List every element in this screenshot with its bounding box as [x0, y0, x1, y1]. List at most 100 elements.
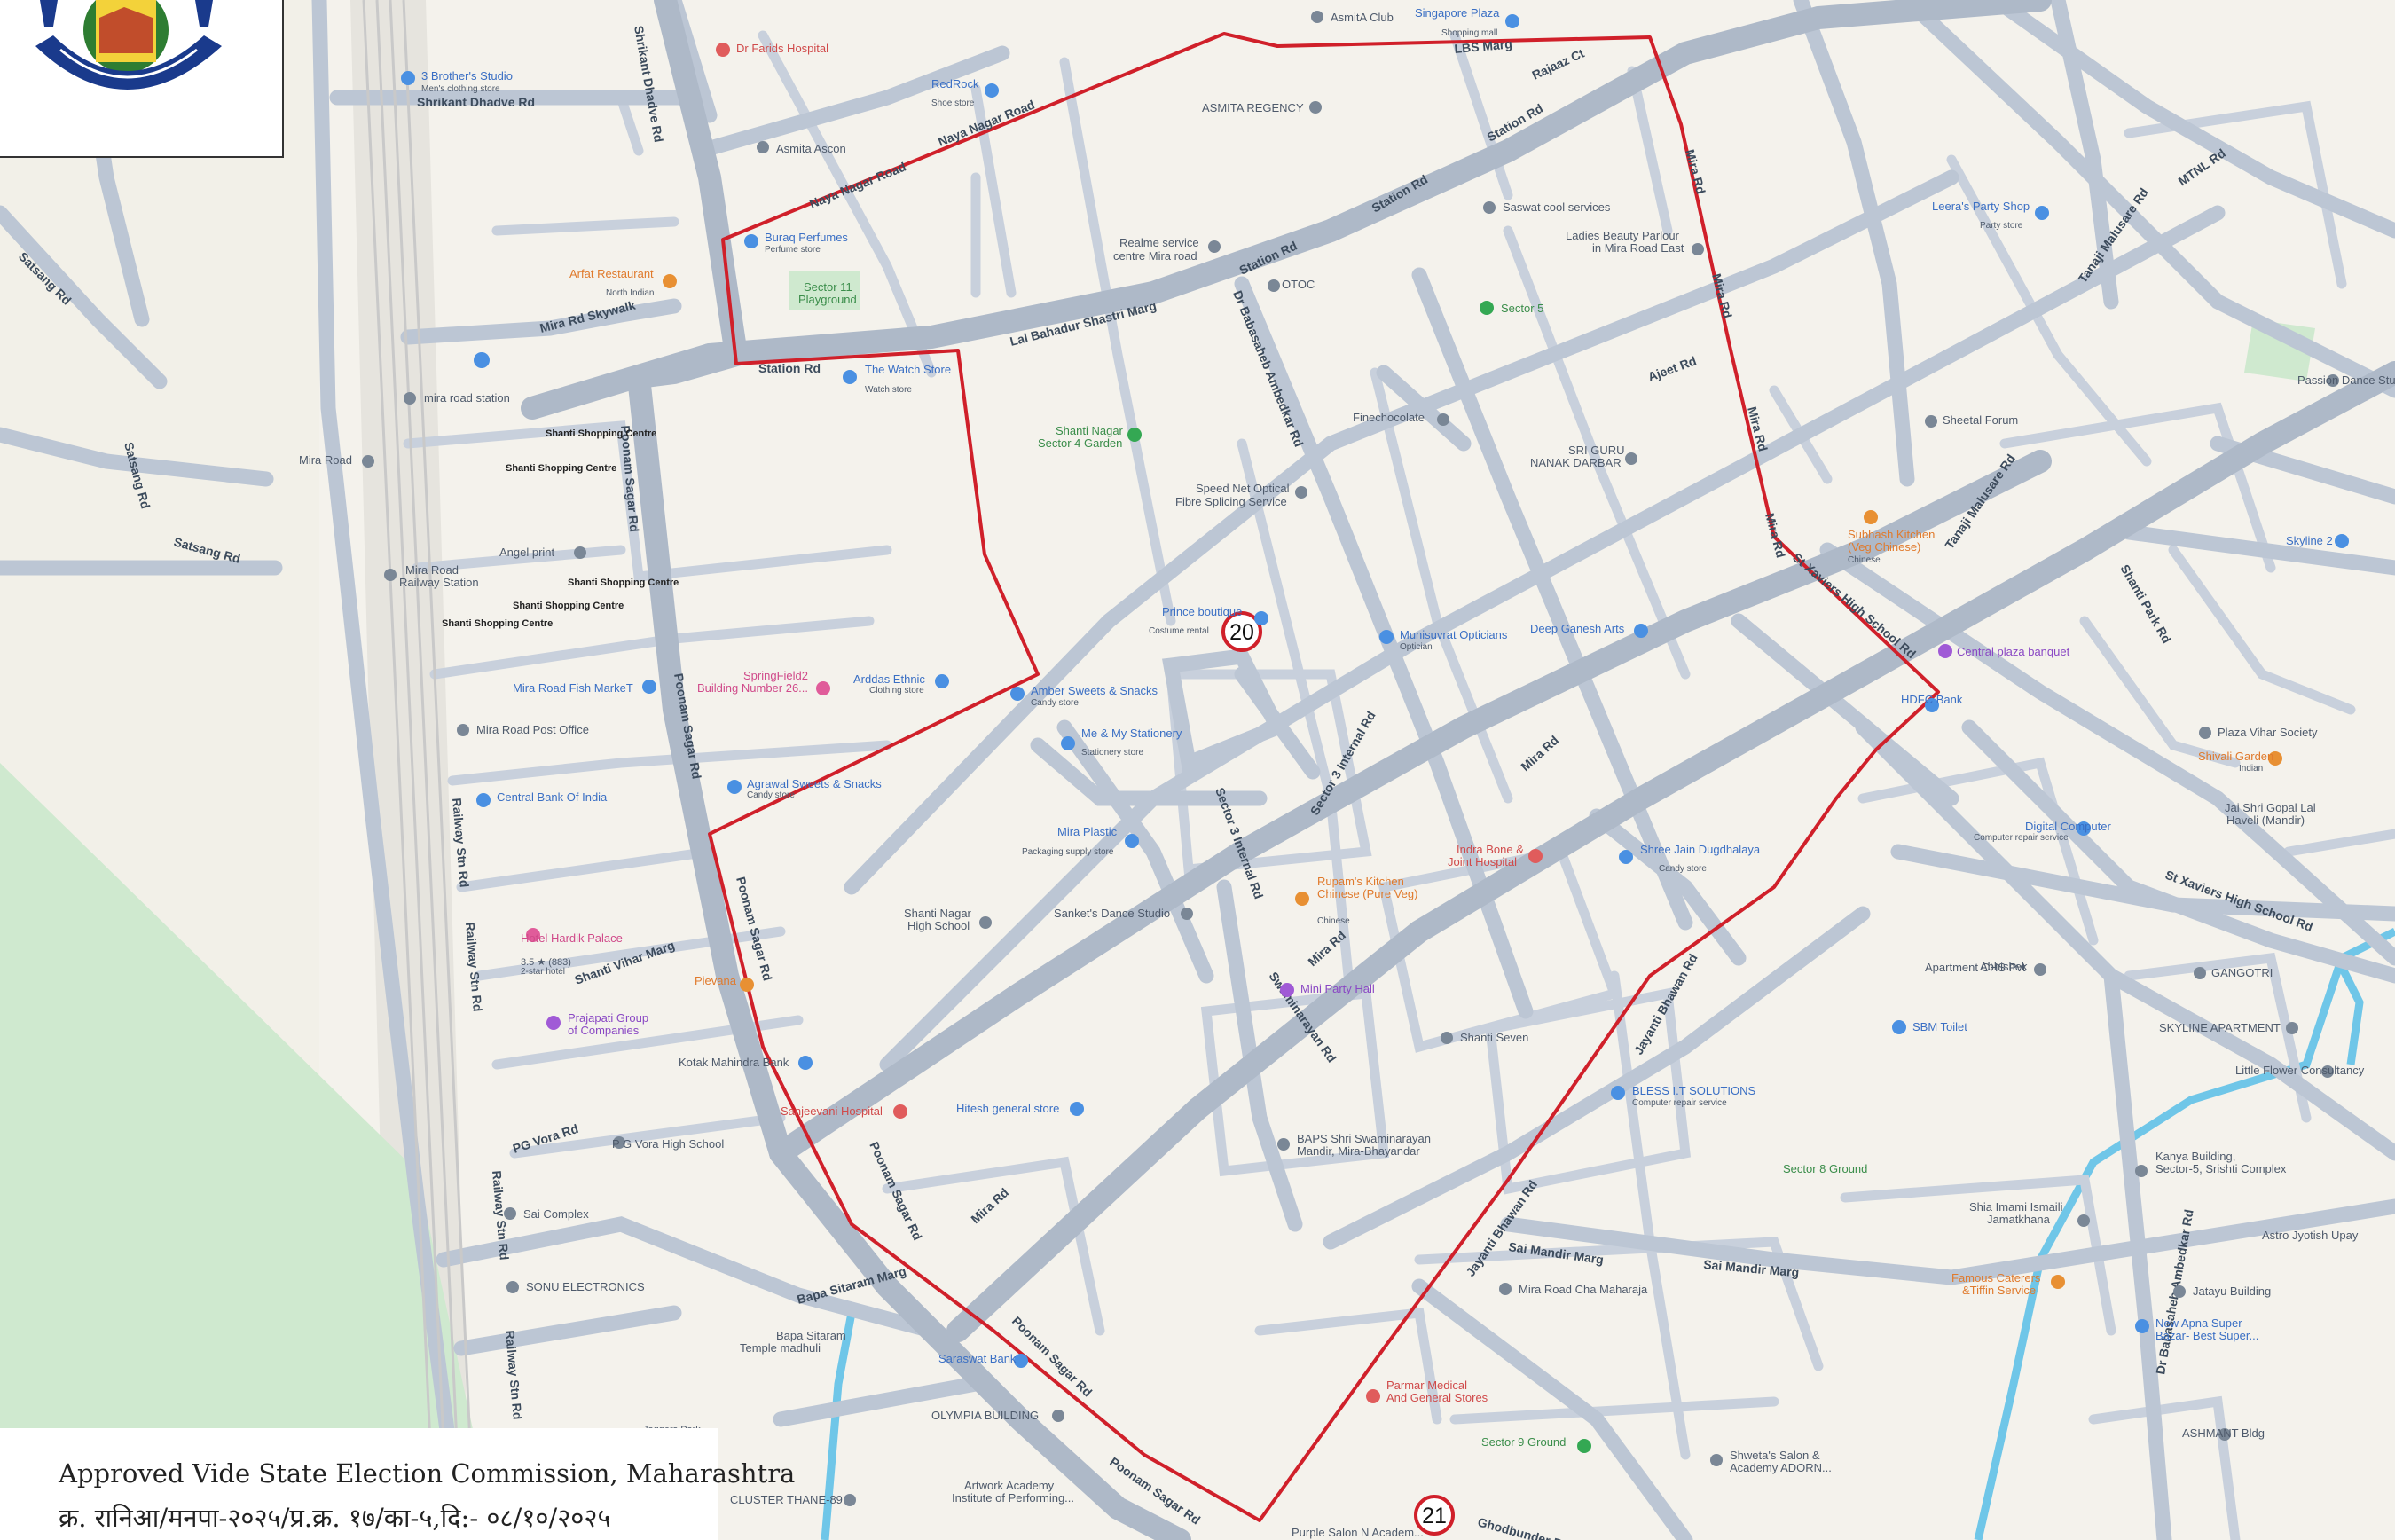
- poi-label[interactable]: Shanti Nagar: [904, 907, 972, 920]
- poi-label[interactable]: Packaging supply store: [1022, 847, 1114, 857]
- poi-label[interactable]: P G Vora High School: [612, 1137, 724, 1151]
- poi-label[interactable]: Rupam's Kitchen: [1317, 875, 1404, 888]
- poi-pin[interactable]: [1710, 1454, 1723, 1466]
- poi-pin[interactable]: [504, 1207, 516, 1220]
- poi-pin[interactable]: [506, 1281, 519, 1293]
- poi-pin[interactable]: [1437, 413, 1449, 426]
- poi-pin[interactable]: [362, 455, 374, 468]
- poi-label[interactable]: Deep Ganesh Arts: [1530, 622, 1625, 635]
- poi-label[interactable]: Shia Imami Ismaili: [1969, 1200, 2063, 1214]
- poi-pin[interactable]: [2051, 1275, 2065, 1289]
- poi-label[interactable]: Astro Jyotish Upay: [2262, 1229, 2359, 1242]
- poi-label[interactable]: Singapore Plaza: [1415, 6, 1500, 20]
- poi-pin[interactable]: [893, 1104, 907, 1119]
- poi-pin[interactable]: [744, 234, 758, 248]
- poi-label[interactable]: Subhash Kitchen: [1848, 528, 1935, 541]
- poi-pin[interactable]: [2218, 1428, 2231, 1441]
- poi-label[interactable]: Hotel Hardik Palace: [521, 931, 623, 945]
- poi-label[interactable]: Plaza Vihar Society: [2218, 726, 2318, 739]
- poi-label[interactable]: Digital Computer: [2025, 820, 2111, 833]
- poi-label[interactable]: Shanti Shopping Centre: [568, 578, 679, 588]
- poi-label[interactable]: ASHMANT Bldg: [2182, 1426, 2265, 1440]
- poi-pin[interactable]: [1379, 630, 1394, 644]
- poi-label[interactable]: And General Stores: [1386, 1391, 1488, 1404]
- poi-pin[interactable]: [1061, 736, 1075, 750]
- poi-label[interactable]: Bazar- Best Super...: [2156, 1329, 2258, 1342]
- poi-pin[interactable]: [457, 724, 469, 736]
- poi-pin[interactable]: [401, 71, 415, 85]
- poi-pin[interactable]: [1268, 279, 1280, 292]
- poi-pin[interactable]: [1010, 687, 1025, 701]
- poi-pin[interactable]: [1127, 428, 1142, 442]
- poi-label[interactable]: 3 Brother's Studio: [421, 69, 513, 82]
- poi-pin[interactable]: [663, 274, 677, 288]
- poi-label[interactable]: SpringField2: [743, 669, 808, 682]
- poi-label[interactable]: Mandir, Mira-Bhayandar: [1297, 1144, 1420, 1158]
- poi-pin[interactable]: [2135, 1165, 2148, 1177]
- poi-label[interactable]: Agrawal Sweets & Snacks: [747, 777, 882, 790]
- poi-label[interactable]: Mini Party Hall: [1300, 982, 1375, 995]
- poi-label[interactable]: Arfat Restaurant: [569, 267, 654, 280]
- poi-label[interactable]: Chinese: [1848, 555, 1881, 565]
- poi-label[interactable]: Abhishek: [1980, 960, 2028, 973]
- poi-label[interactable]: Shopping mall: [1441, 28, 1497, 38]
- poi-label[interactable]: Parmar Medical: [1386, 1379, 1467, 1392]
- poi-label[interactable]: 3.5 ★ (883): [521, 957, 571, 968]
- poi-labels[interactable]: AsmitA Club Singapore Plaza Shopping mal…: [299, 6, 2395, 1539]
- poi-pin[interactable]: [1254, 611, 1268, 625]
- poi-label[interactable]: AsmitA Club: [1331, 11, 1394, 24]
- poi-pin[interactable]: [1528, 849, 1543, 863]
- poi-pin[interactable]: [2034, 963, 2046, 976]
- poi-label[interactable]: Building Number 26...: [697, 681, 808, 695]
- poi-label[interactable]: Indian: [2239, 764, 2263, 774]
- poi-pin[interactable]: [1577, 1439, 1591, 1453]
- poi-label[interactable]: Candy store: [1031, 698, 1079, 708]
- poi-label[interactable]: Mira Road: [299, 453, 352, 467]
- poi-label[interactable]: Computer repair service: [1632, 1098, 1727, 1108]
- poi-label[interactable]: Sector 8 Ground: [1783, 1162, 1867, 1175]
- poi-label[interactable]: Costume rental: [1149, 626, 1209, 636]
- poi-label[interactable]: SRI GURU: [1568, 444, 1625, 457]
- poi-pin[interactable]: [546, 1016, 561, 1030]
- poi-label[interactable]: HDFC Bank: [1901, 693, 1963, 706]
- poi-pin[interactable]: [1892, 1020, 1906, 1034]
- poi-pin[interactable]: [1634, 624, 1648, 638]
- poi-label[interactable]: The Watch Store: [865, 363, 951, 376]
- poi-label[interactable]: Sai Complex: [523, 1207, 589, 1221]
- poi-label[interactable]: &Tiffin Service: [1962, 1284, 2036, 1297]
- poi-pin[interactable]: [574, 546, 586, 559]
- poi-label[interactable]: Speed Net Optical: [1196, 482, 1290, 495]
- poi-pin[interactable]: [476, 793, 491, 807]
- poi-pin[interactable]: [757, 141, 769, 153]
- poi-pin[interactable]: [816, 681, 830, 695]
- poi-pin[interactable]: [1125, 834, 1139, 848]
- poi-label[interactable]: Dr Farids Hospital: [736, 42, 828, 55]
- poi-pin[interactable]: [404, 392, 416, 405]
- poi-label[interactable]: Saraswat Bank: [938, 1352, 1017, 1365]
- poi-label[interactable]: Fibre Splicing Service: [1175, 495, 1287, 508]
- poi-label[interactable]: centre Mira road: [1113, 249, 1198, 263]
- poi-label[interactable]: Pievana: [695, 974, 737, 987]
- poi-pin[interactable]: [2077, 821, 2091, 836]
- poi-label[interactable]: Shanti Seven: [1460, 1031, 1528, 1044]
- poi-label[interactable]: Chinese (Pure Veg): [1317, 887, 1417, 900]
- poi-label[interactable]: Mira Road: [405, 563, 459, 577]
- poi-label[interactable]: Amber Sweets & Snacks: [1031, 684, 1158, 697]
- poi-label[interactable]: mira road station: [424, 391, 510, 405]
- poi-label[interactable]: Skyline 2: [2286, 534, 2333, 547]
- poi-pin[interactable]: [474, 352, 490, 368]
- poi-pin[interactable]: [384, 569, 397, 581]
- poi-label[interactable]: Prajapati Group: [568, 1011, 648, 1025]
- poi-label[interactable]: SONU ELECTRONICS: [526, 1280, 645, 1293]
- poi-label[interactable]: RedRock: [931, 77, 979, 90]
- poi-label[interactable]: Kotak Mahindra Bank: [679, 1056, 789, 1069]
- poi-pin[interactable]: [740, 978, 754, 992]
- poi-label[interactable]: CLUSTER THANE-89: [730, 1493, 843, 1506]
- poi-label[interactable]: Sanjeevani Hospital: [781, 1104, 883, 1118]
- poi-pin[interactable]: [1366, 1389, 1380, 1403]
- poi-pin[interactable]: [1295, 892, 1309, 906]
- poi-label[interactable]: Asmita Ascon: [776, 142, 846, 155]
- poi-pin[interactable]: [979, 916, 992, 929]
- poi-label[interactable]: Artwork Academy: [964, 1479, 1055, 1492]
